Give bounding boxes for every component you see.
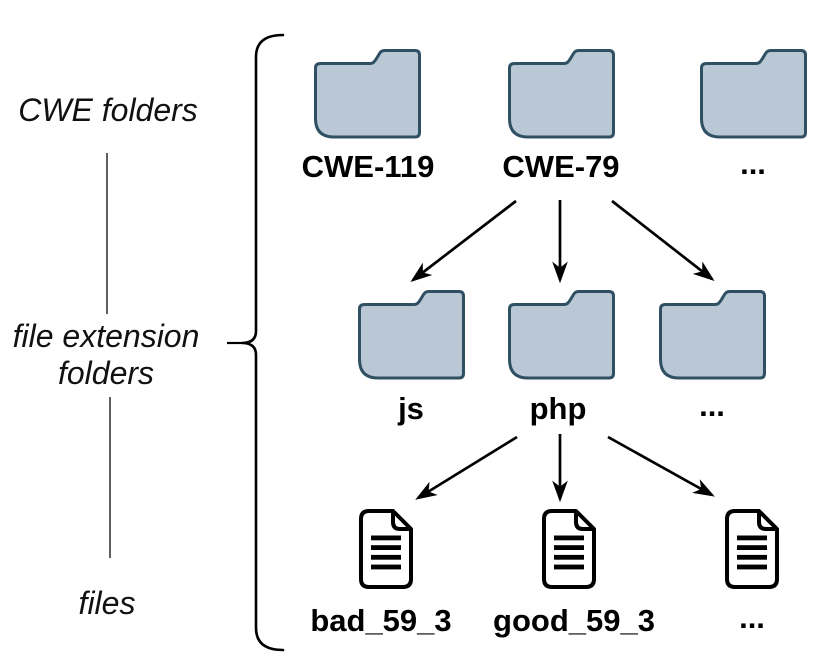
folder-icon	[508, 49, 615, 139]
side-label-cwe-folders: CWE folders	[18, 92, 198, 128]
label-php: php	[529, 391, 587, 426]
folder-node-php	[506, 287, 617, 387]
arrows-php-children	[415, 434, 715, 503]
label-cwe-more: ...	[740, 146, 766, 181]
label-file-more: ...	[739, 600, 765, 635]
arrow-cwe79-to-ext-more	[611, 199, 715, 281]
folder-node-ext-more	[657, 287, 768, 387]
file-icon	[359, 509, 413, 589]
folder-node-js	[356, 287, 467, 387]
side-label-file-extension-folders: file extension folders	[12, 318, 200, 391]
file-node-more	[723, 507, 781, 596]
folder-icon	[659, 290, 766, 380]
file-node-bad	[357, 507, 415, 596]
label-js: js	[398, 391, 424, 426]
arrow-php-to-file-more	[607, 435, 715, 497]
file-node-good	[540, 507, 598, 596]
side-label-files: files	[78, 585, 136, 621]
folder-icon	[508, 290, 615, 380]
folder-icon	[358, 290, 465, 380]
folder-node-cwe-more	[698, 46, 809, 146]
arrow-php-to-bad	[415, 435, 518, 500]
left-curly-brace	[241, 33, 285, 652]
folder-node-cwe-119	[312, 46, 423, 146]
label-bad-59-3: bad_59_3	[310, 603, 452, 638]
label-cwe-119: CWE-119	[301, 149, 435, 184]
label-ext-more: ...	[699, 388, 725, 423]
folder-node-cwe-79	[506, 46, 617, 146]
folder-icon	[700, 49, 807, 139]
file-icon	[725, 509, 779, 589]
folder-icon	[314, 49, 421, 139]
arrows-cwe79-children	[410, 199, 715, 284]
label-good-59-3: good_59_3	[493, 603, 655, 638]
label-cwe-79: CWE-79	[502, 149, 620, 184]
file-icon	[542, 509, 596, 589]
arrow-cwe79-to-js	[410, 199, 517, 282]
